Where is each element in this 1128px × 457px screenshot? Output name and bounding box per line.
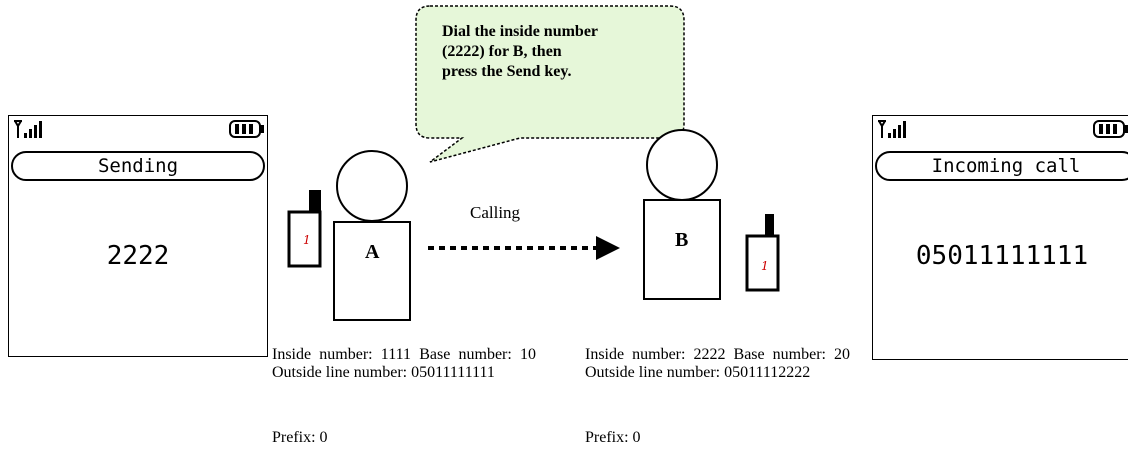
status-label: Incoming call [875,151,1128,181]
person-b-info: Inside number: 2222 Base number: 20 Outs… [585,346,850,381]
right-phone-screen: Incoming call 05011111111 [872,115,1128,360]
handset-a [287,210,322,268]
handset-a-antenna [309,190,321,216]
handset-a-mark: 1 [303,233,311,247]
battery-icon [1093,120,1128,138]
person-a-body [333,221,411,321]
callout-line: Dial the inside number [442,23,599,40]
signal-icon [878,120,906,138]
person-a-label: A [365,241,380,263]
dialed-number: 2222 [106,241,170,271]
caller-number: 05011111111 [915,241,1089,271]
calling-arrow-head [596,236,620,260]
signal-icon [14,120,42,138]
battery-icon [229,120,264,138]
person-b-label: B [675,229,689,251]
handset-b-antenna [765,214,774,240]
left-phone-screen: Sending 2222 [8,115,268,357]
person-b-body [643,199,721,300]
calling-label: Calling [470,203,521,222]
handset-b-mark: 1 [761,259,769,273]
person-b-head [646,129,718,201]
status-label: Sending [11,151,265,181]
person-b-prefix: Prefix: 0 [585,429,641,446]
person-a-info: Inside number: 1111 Base number: 10 Outs… [272,346,536,381]
person-a-prefix: Prefix: 0 [272,429,328,446]
callout-line: press the Send key. [442,63,572,80]
callout-text: Dial the inside number (2222) for B, the… [442,22,677,82]
callout-line: (2222) for B, then [442,43,562,60]
person-a-head [336,150,408,222]
handset-b [745,234,780,292]
